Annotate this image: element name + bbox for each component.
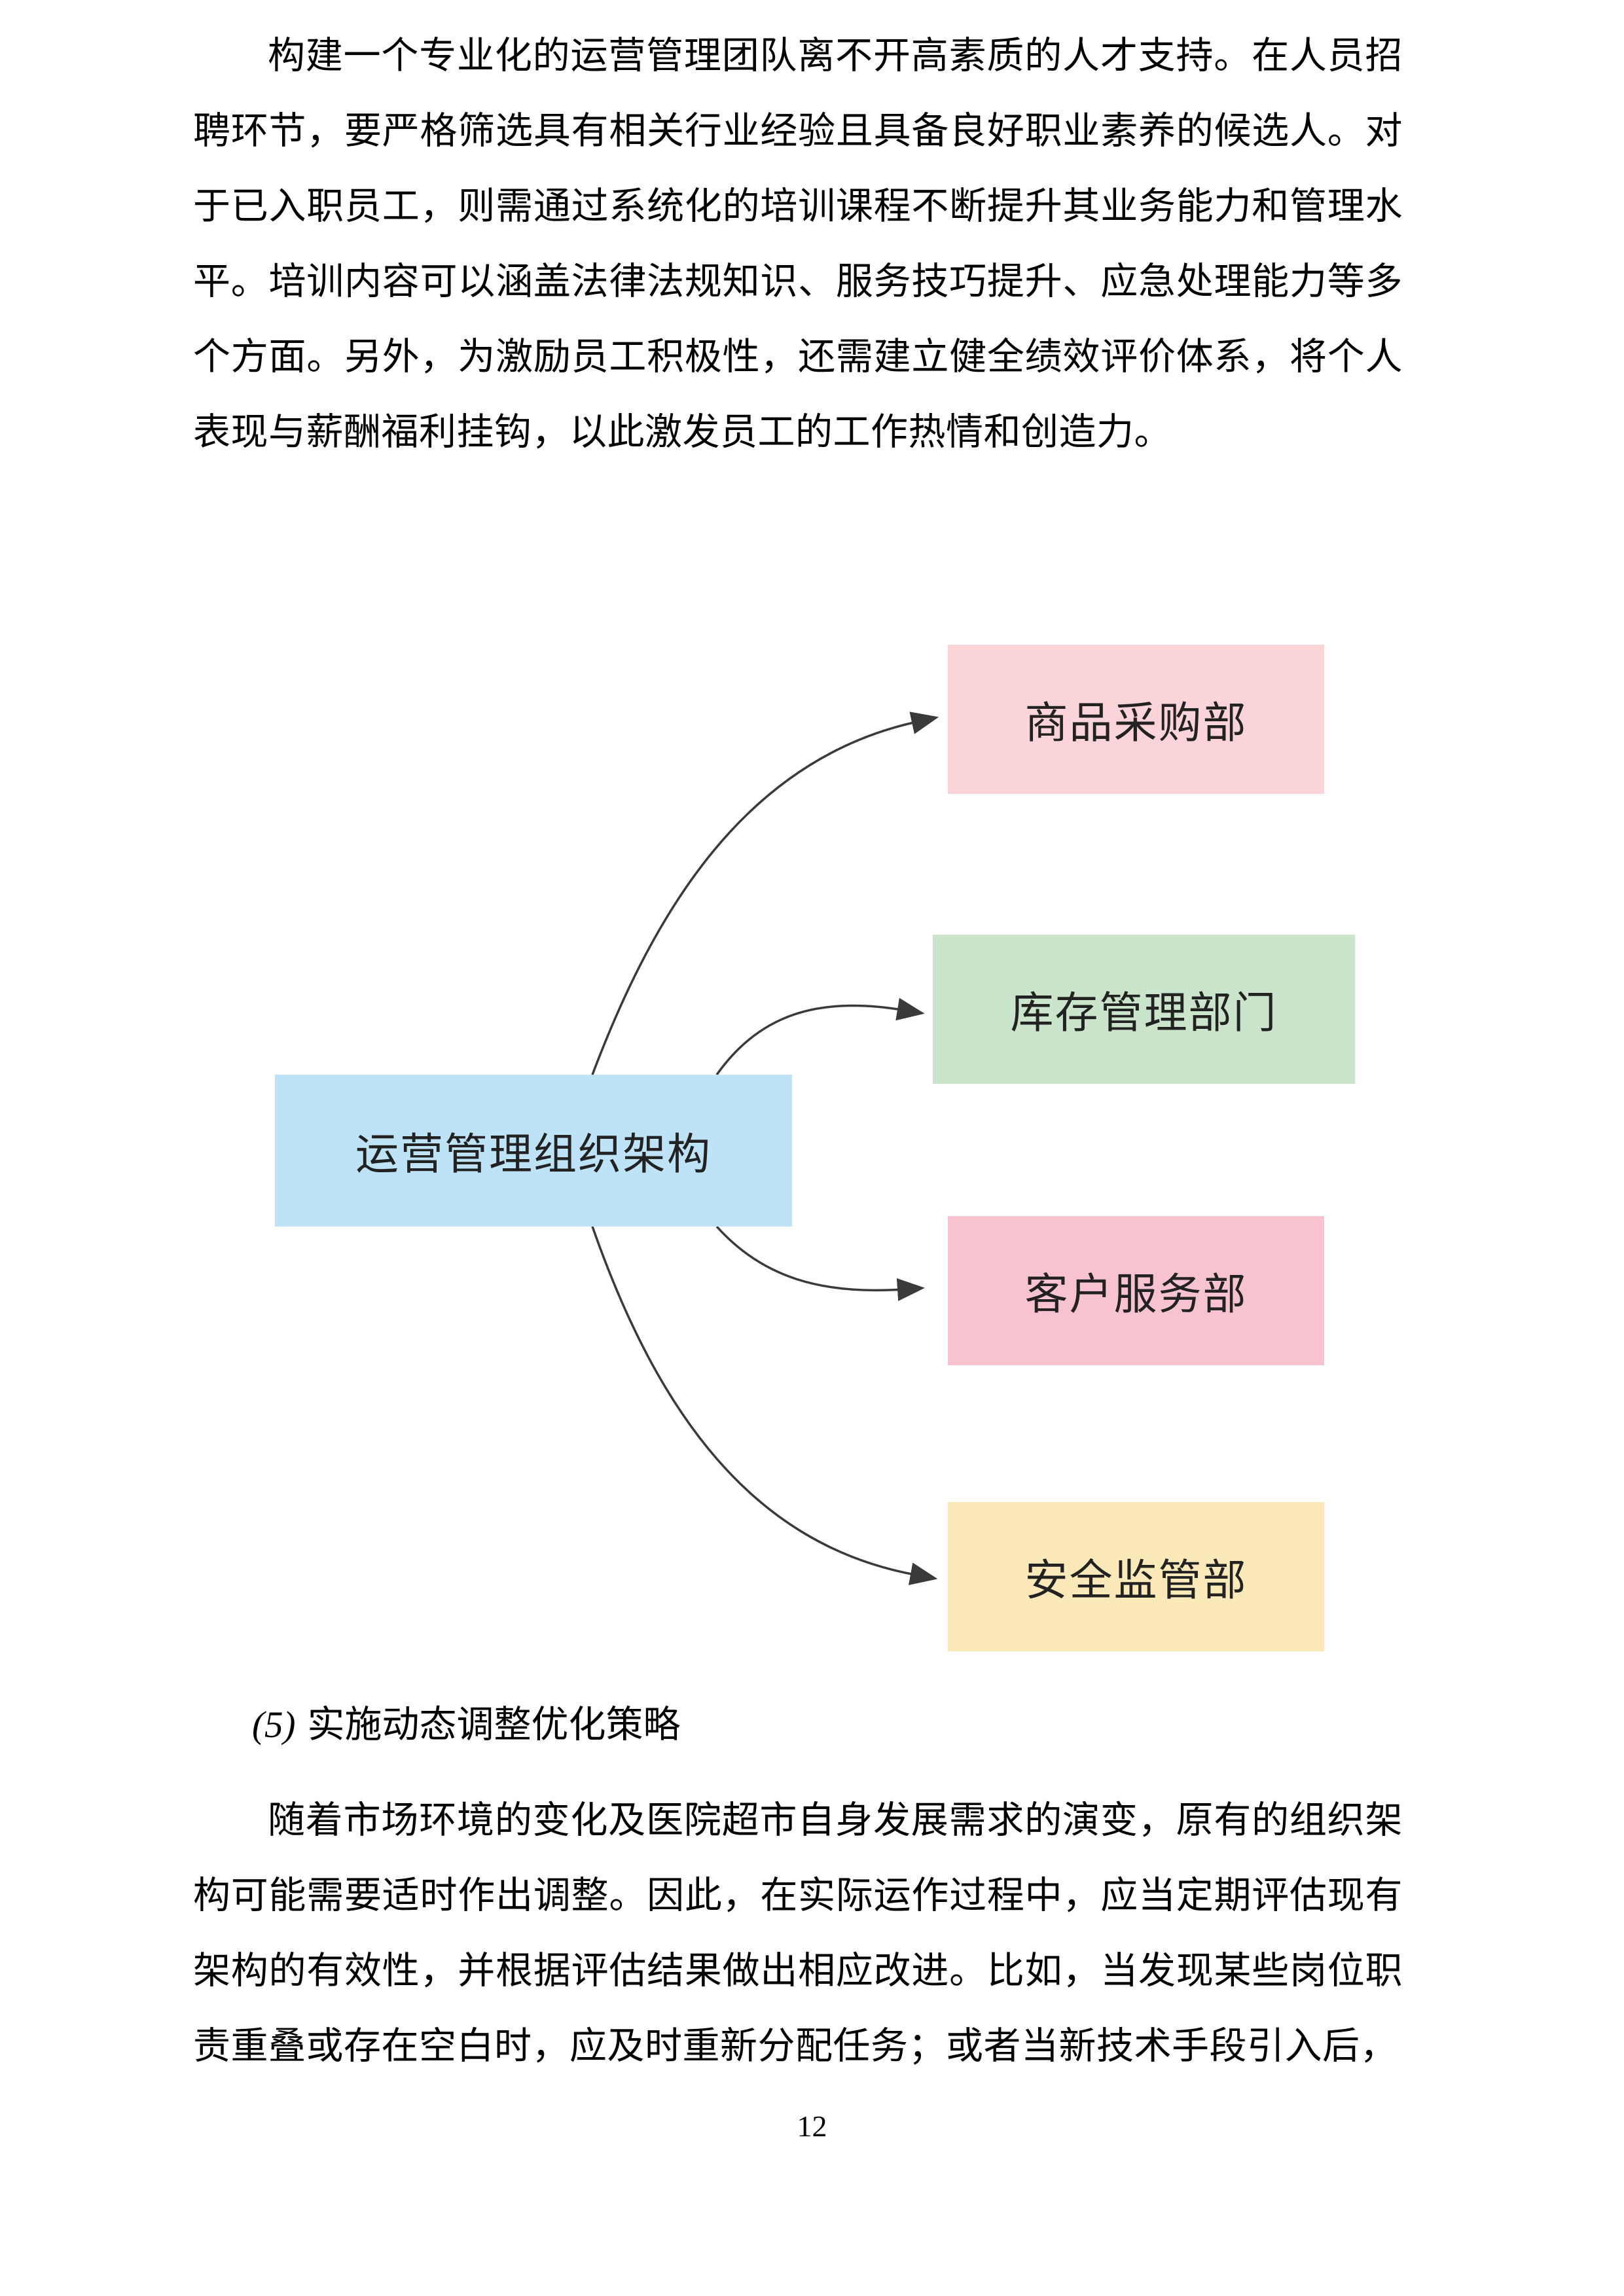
- org-chart-node-label: 库存管理部门: [1010, 988, 1278, 1037]
- org-chart-node-inventory: 库存管理部门: [933, 935, 1355, 1084]
- org-chart-node-label: 商品采购部: [1024, 698, 1248, 747]
- connector-arrow-customer-service: [715, 1225, 925, 1301]
- org-chart-node-safety: 安全监管部: [948, 1502, 1324, 1651]
- section-heading: (5) 实施动态调整优化策略: [193, 1687, 680, 1763]
- section-heading-text: 实施动态调整优化策略: [307, 1704, 681, 1746]
- section-heading-number: (5): [252, 1704, 296, 1746]
- body-paragraph-1: 构建一个专业化的运营管理团队离不开高素质的人才支持。在人员招聘环节，要严格筛选具…: [193, 35, 1403, 453]
- connector-arrow-inventory: [715, 997, 925, 1076]
- org-chart-root-label: 运营管理组织架构: [355, 1130, 712, 1178]
- org-chart-root-node: 运营管理组织架构: [275, 1075, 792, 1227]
- org-chart-node-customer-service: 客户服务部: [948, 1216, 1324, 1365]
- page-number: 12: [797, 2109, 827, 2143]
- org-chart-node-purchasing: 商品采购部: [948, 645, 1324, 794]
- connector-arrow-purchasing: [591, 711, 939, 1075]
- body-paragraph-2: 随着市场环境的变化及医院超市自身发展需求的演变，原有的组织架构可能需要适时作出调…: [193, 1800, 1403, 2067]
- connector-arrow-safety: [591, 1226, 938, 1585]
- org-chart-node-label: 安全监管部: [1024, 1556, 1248, 1604]
- org-chart-node-label: 客户服务部: [1024, 1270, 1248, 1318]
